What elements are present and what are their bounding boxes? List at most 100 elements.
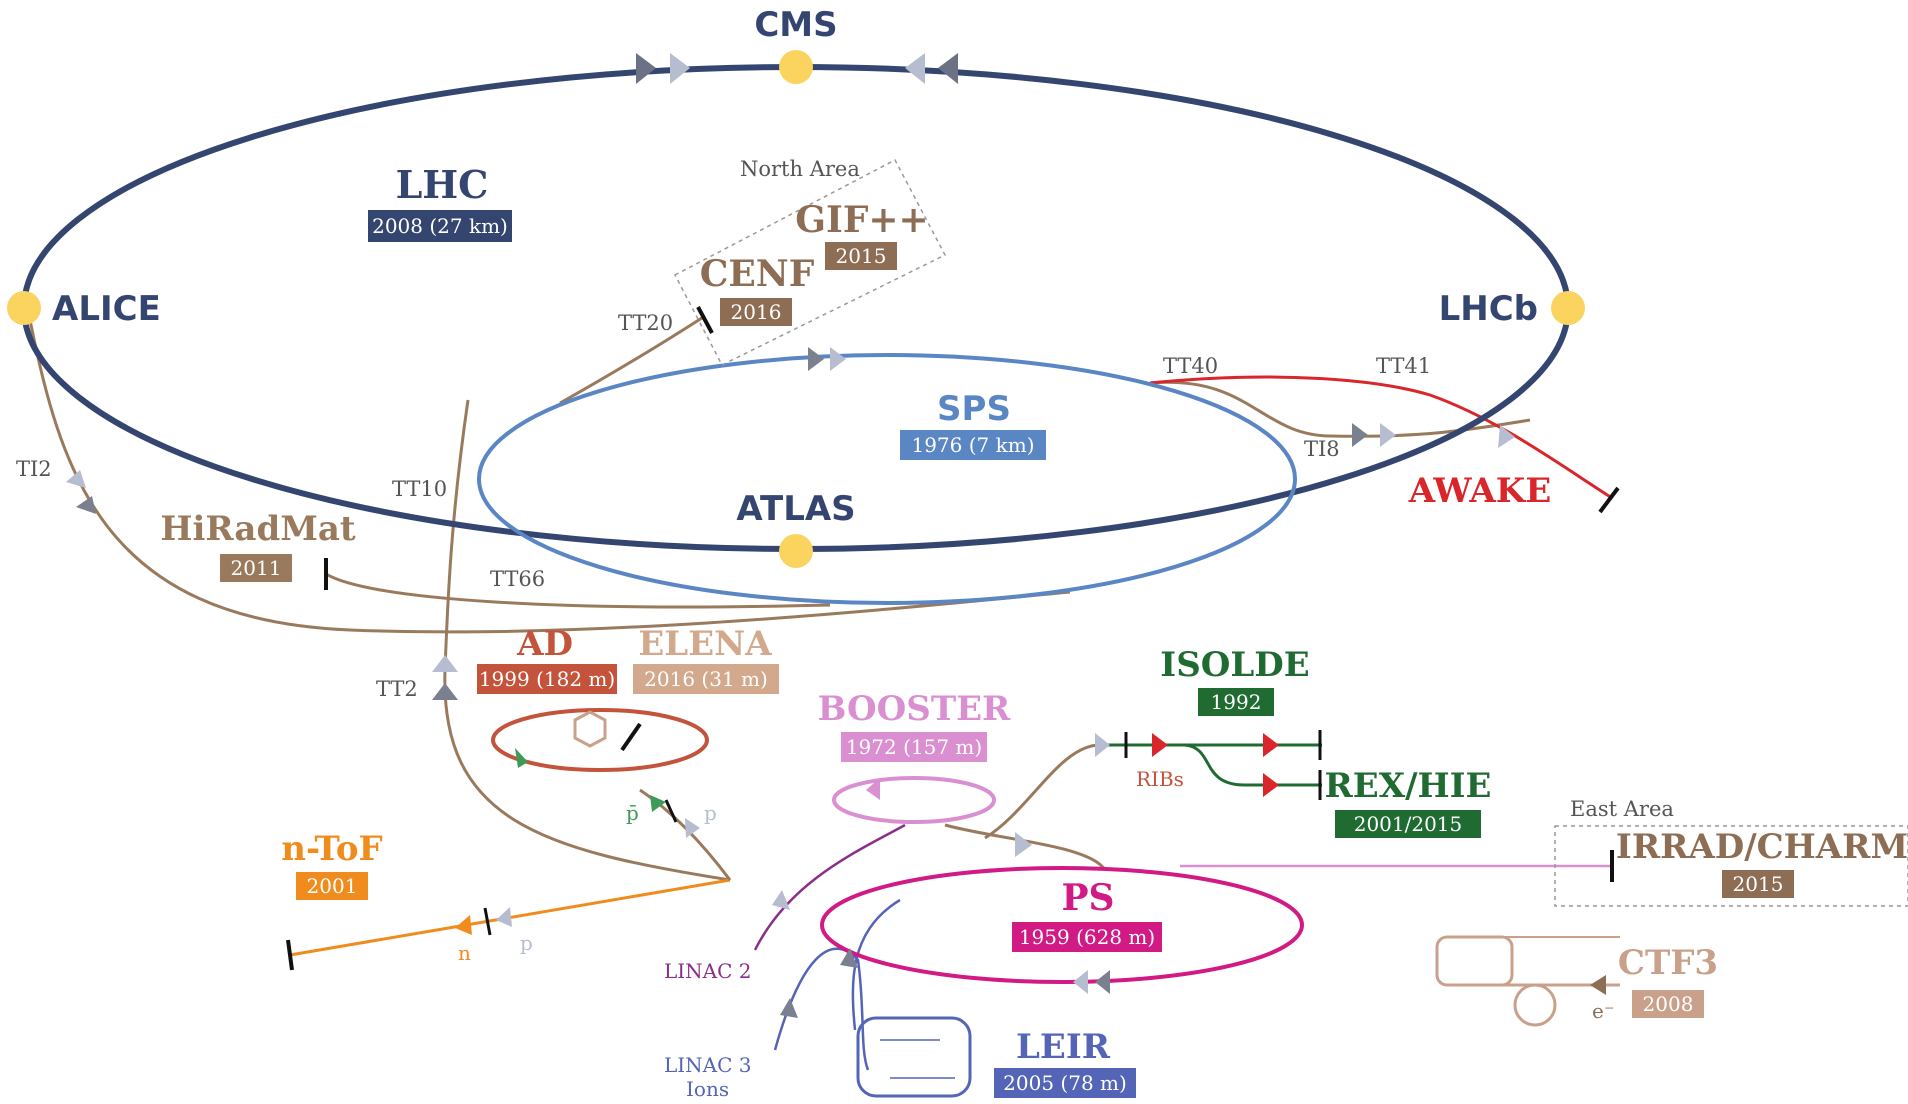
linac2-arrow — [772, 890, 790, 910]
ti2-line — [26, 309, 1071, 634]
isolde-arrow-4 — [1263, 773, 1279, 797]
ad-stop — [620, 722, 642, 752]
lhc-arrow-1 — [636, 53, 656, 84]
p-ad-label: p — [704, 801, 717, 825]
isolde-year-box — [1198, 688, 1274, 716]
ad-feed-arrow-green — [650, 795, 666, 812]
lhc-arrow-2 — [670, 53, 690, 84]
hiradmat-label: HiRadMat — [160, 509, 356, 549]
booster-ps-line — [944, 823, 1107, 871]
tt20-stop — [696, 306, 714, 334]
pbar-label: p̄ — [626, 801, 639, 825]
ti2-arrow-1 — [66, 470, 86, 488]
rexhie-year-box — [1335, 810, 1481, 838]
ps-year-box — [1012, 922, 1162, 952]
ad-feed-stop — [664, 799, 678, 823]
ctf3-arrow — [1590, 975, 1606, 995]
booster-label: BOOSTER — [818, 689, 1011, 729]
ti8-arrow-1 — [1352, 423, 1368, 447]
tt20-label: TT20 — [618, 311, 673, 335]
tt20-line — [559, 314, 706, 405]
linac3-label: LINAC 3 — [664, 1053, 752, 1077]
sps-arrow-1 — [808, 347, 824, 371]
ps-ring — [820, 866, 1304, 984]
linac2-line — [753, 823, 906, 951]
atlas-detector — [779, 534, 813, 568]
gif-label: GIF++ — [795, 199, 928, 241]
tt10-label: TT10 — [392, 477, 447, 501]
ti2-arrow-2 — [76, 496, 96, 514]
tt2-label: TT2 — [376, 677, 418, 701]
ctf3-year: 2008 — [1643, 992, 1694, 1016]
leir-year-box — [994, 1068, 1136, 1098]
sps-label: SPS — [937, 389, 1011, 429]
ti8-label: TI8 — [1304, 437, 1340, 461]
leir-inner-arrows — [880, 1039, 955, 1079]
ribs-label: RIBs — [1136, 767, 1184, 791]
booster-ring — [832, 776, 996, 824]
tt66-line — [325, 572, 831, 609]
east-area-label: East Area — [1570, 797, 1674, 821]
linac3-line — [773, 947, 870, 1071]
ctf3-circle — [1513, 983, 1557, 1027]
awake-line — [1149, 375, 1613, 500]
tt66-label: TT66 — [490, 567, 545, 591]
booster-arrow — [866, 778, 880, 800]
hiradmat-year-box — [220, 554, 292, 582]
ad-year-box — [477, 664, 617, 694]
ps-label: PS — [1061, 877, 1114, 919]
ad-ring — [491, 708, 709, 772]
lhcb-detector — [1551, 291, 1585, 325]
ti8-arrow-2 — [1380, 423, 1396, 447]
lhcb-label: LHCb — [1439, 289, 1538, 329]
ntof-stop-mid — [483, 907, 492, 936]
ti2-label: TI2 — [16, 457, 52, 481]
cenf-label: CENF — [700, 253, 815, 295]
cenf-year-box — [720, 298, 792, 326]
sps-arrow-2 — [830, 347, 846, 371]
leir-ring — [856, 1016, 972, 1098]
tt41-arrow — [1498, 425, 1515, 448]
gif-year: 2015 — [836, 244, 887, 268]
booster-year: 1972 (157 m) — [846, 735, 982, 759]
cms-label: CMS — [754, 5, 837, 45]
lhc-label: LHC — [396, 162, 489, 207]
leir-label: LEIR — [1016, 1027, 1111, 1067]
isolde-arrow-3 — [1263, 733, 1279, 757]
tt41-label: TT41 — [1376, 354, 1431, 378]
irrad-label: IRRAD/CHARM — [1616, 827, 1908, 867]
ctf3-ring — [1435, 935, 1514, 987]
leir-arrow — [840, 948, 858, 968]
ad-label: AD — [516, 624, 573, 664]
leir-year: 2005 (78 m) — [1003, 1071, 1127, 1095]
ps-year: 1959 (628 m) — [1019, 925, 1155, 949]
leir-ps-line — [851, 898, 901, 1031]
ntof-arrow-n — [455, 915, 472, 935]
ad-target-hexagon — [573, 710, 607, 748]
rexhie-label: REX/HIE — [1325, 766, 1492, 806]
electron-label: e⁻ — [1592, 999, 1614, 1023]
booster-year-box — [841, 732, 987, 762]
p-ntof-label: p — [520, 931, 533, 955]
lhc-year: 2008 (27 km) — [372, 214, 508, 238]
isolde-label: ISOLDE — [1160, 645, 1309, 685]
tt40-label: TT40 — [1163, 354, 1218, 378]
ad-feed-arrow-p — [685, 818, 700, 838]
tt2-arrow-2 — [432, 683, 458, 700]
awake-label: AWAKE — [1408, 471, 1552, 511]
ps-arrow-2 — [1095, 970, 1110, 994]
ad-year: 1999 (182 m) — [479, 667, 615, 691]
ntof-arrow-p — [496, 907, 512, 927]
north-area-box — [673, 158, 947, 366]
cenf-year: 2016 — [731, 300, 782, 324]
linac2-label: LINAC 2 — [664, 959, 752, 983]
rexhie-year: 2001/2015 — [1354, 812, 1463, 836]
isolde-feed-line — [984, 743, 1101, 840]
irrad-year: 2015 — [1733, 872, 1784, 896]
lhc-arrow-3 — [905, 53, 925, 84]
linac3-arrow — [780, 998, 798, 1018]
elena-year: 2016 (31 m) — [644, 667, 768, 691]
n-label: n — [458, 941, 471, 965]
isolde-arrow-2 — [1152, 733, 1168, 757]
sps-year-box — [900, 430, 1046, 460]
